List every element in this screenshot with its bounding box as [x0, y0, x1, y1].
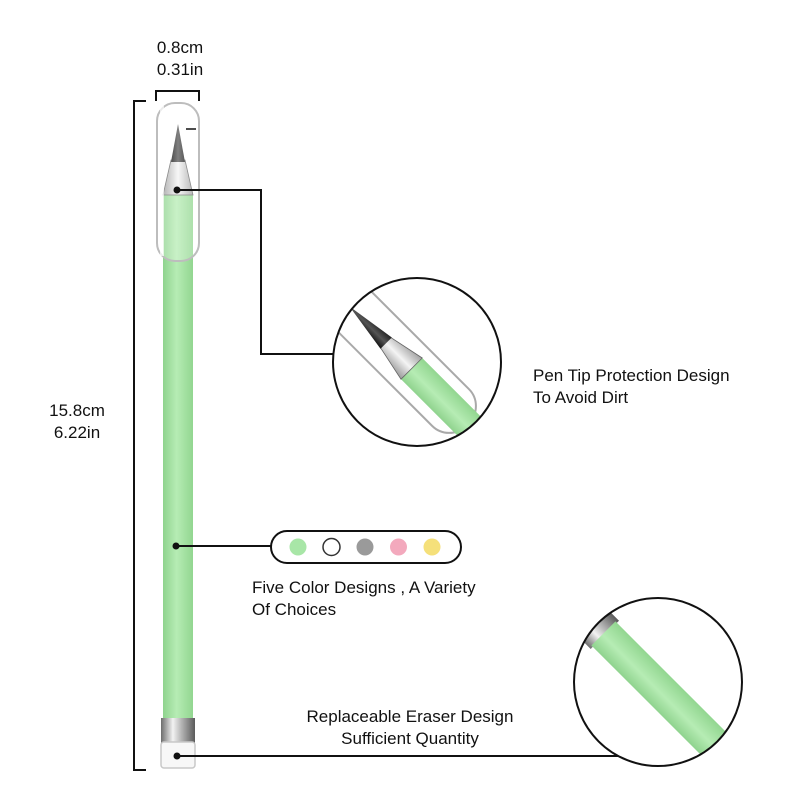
width-in-label: 0.31in [156, 60, 204, 79]
colors-callout-line1: Five Color Designs , A Variety [252, 578, 476, 597]
tip-callout-line1: Pen Tip Protection Design [533, 366, 730, 385]
eraser-callout-line1: Replaceable Eraser Design [306, 707, 514, 726]
width-cm-label: 0.8cm [156, 38, 204, 57]
pen-ferrule [161, 718, 195, 744]
swatch-white [322, 537, 341, 557]
swatch-green [289, 538, 307, 556]
length-in-label: 6.22in [53, 423, 101, 442]
length-dimension-bracket [133, 100, 146, 771]
color-swatch-pill [270, 530, 462, 564]
width-dimension-bracket [155, 90, 200, 101]
length-cm-label: 15.8cm [49, 401, 105, 420]
eraser-callout-line2: Sufficient Quantity [341, 729, 479, 748]
pen-graphite-tip [171, 124, 185, 162]
colors-callout-line2: Of Choices [252, 600, 337, 619]
pen-cap-inner [163, 195, 193, 255]
tip-zoom-circle [332, 277, 502, 447]
tip-callout-connector [173, 186, 337, 355]
swatch-gray [356, 538, 374, 556]
pen-cap-shell [156, 102, 200, 262]
pen [156, 102, 200, 769]
tip-callout-line2: To Avoid Dirt [533, 388, 629, 407]
swatch-pink [390, 538, 407, 556]
swatch-yellow [423, 538, 441, 556]
color-callout-connector [172, 542, 271, 550]
pen-body [163, 212, 193, 720]
